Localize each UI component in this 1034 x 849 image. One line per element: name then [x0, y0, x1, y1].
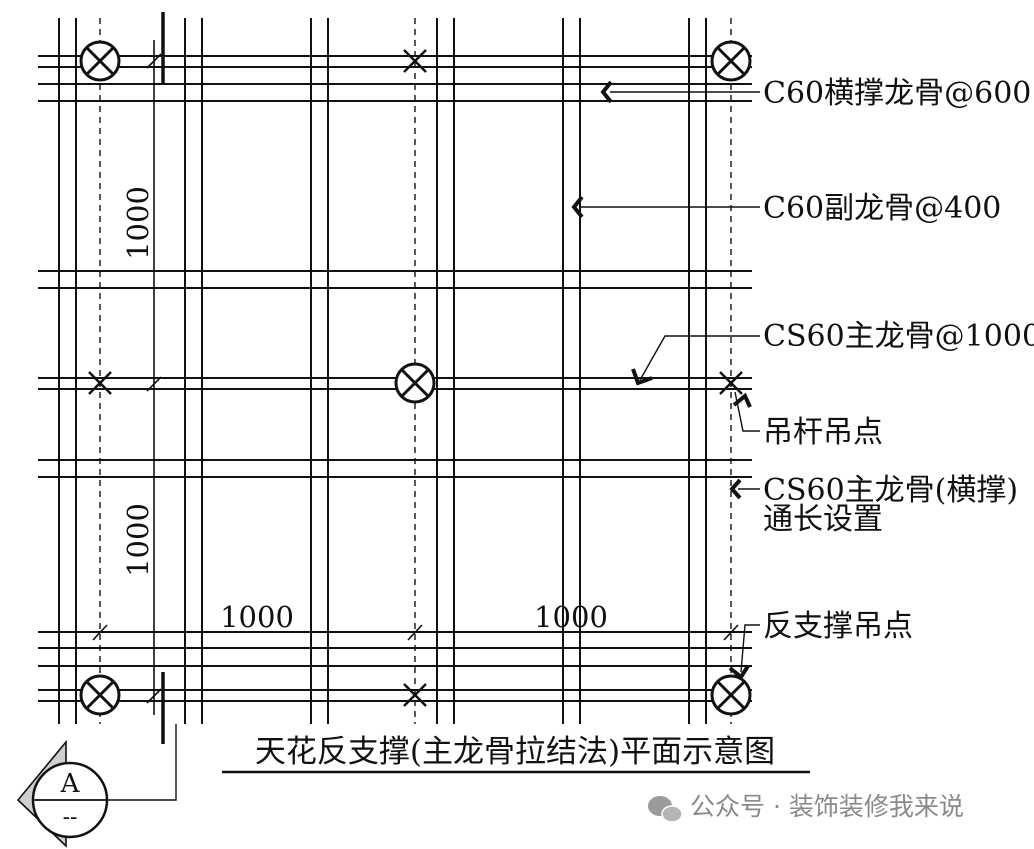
dimension-vertical-bottom: 1000 — [121, 503, 155, 577]
leader-secondary — [571, 195, 760, 219]
hanger-point-icon — [88, 371, 112, 395]
leader-hanger — [732, 391, 760, 432]
reverse-hanger-point-icon — [79, 40, 121, 82]
section-sheet: -- — [63, 805, 78, 830]
section-marker: A -- — [16, 724, 177, 848]
label-main-keel: CS60主龙骨@1000 — [763, 319, 1034, 354]
reverse-hanger-point-icon — [79, 674, 121, 716]
dimension-vertical-top: 1000 — [121, 186, 155, 260]
label-main-brace-continuous: 通长设置 — [763, 502, 883, 537]
horizontal-dimension-line — [92, 624, 740, 641]
wechat-icon — [648, 796, 683, 823]
hanger-point-icon — [403, 49, 427, 73]
leader-main — [631, 335, 760, 386]
hanger-point-icon — [403, 683, 427, 707]
leader-reverse-hanger — [728, 624, 760, 680]
reverse-hanger-point-icon — [710, 674, 752, 716]
label-hanger-point: 吊杆吊点 — [763, 415, 883, 450]
dimension-horizontal-right: 1000 — [534, 600, 608, 634]
watermark-text: 公众号 · 装饰装修我来说 — [690, 792, 964, 821]
label-main-brace: CS60主龙骨(横撑) — [763, 473, 1018, 508]
label-reverse-hanger: 反支撑吊点 — [763, 609, 913, 644]
hanger-point-icon — [719, 371, 743, 395]
vertical-dimension-line — [146, 40, 162, 715]
leader-main-brace — [729, 478, 760, 500]
vertical-keels — [58, 18, 707, 724]
leader-crossbrace — [600, 80, 760, 104]
label-secondary-keel: C60副龙骨@400 — [763, 191, 1001, 226]
reverse-hanger-point-icon — [394, 362, 436, 404]
dimension-horizontal-left: 1000 — [220, 600, 294, 634]
reverse-hanger-point-icon — [710, 40, 752, 82]
label-crossbrace: C60横撑龙骨@600 — [763, 76, 1031, 111]
section-letter: A — [60, 769, 81, 799]
diagram-title: 天花反支撑(主龙骨拉结法)平面示意图 — [255, 734, 775, 770]
